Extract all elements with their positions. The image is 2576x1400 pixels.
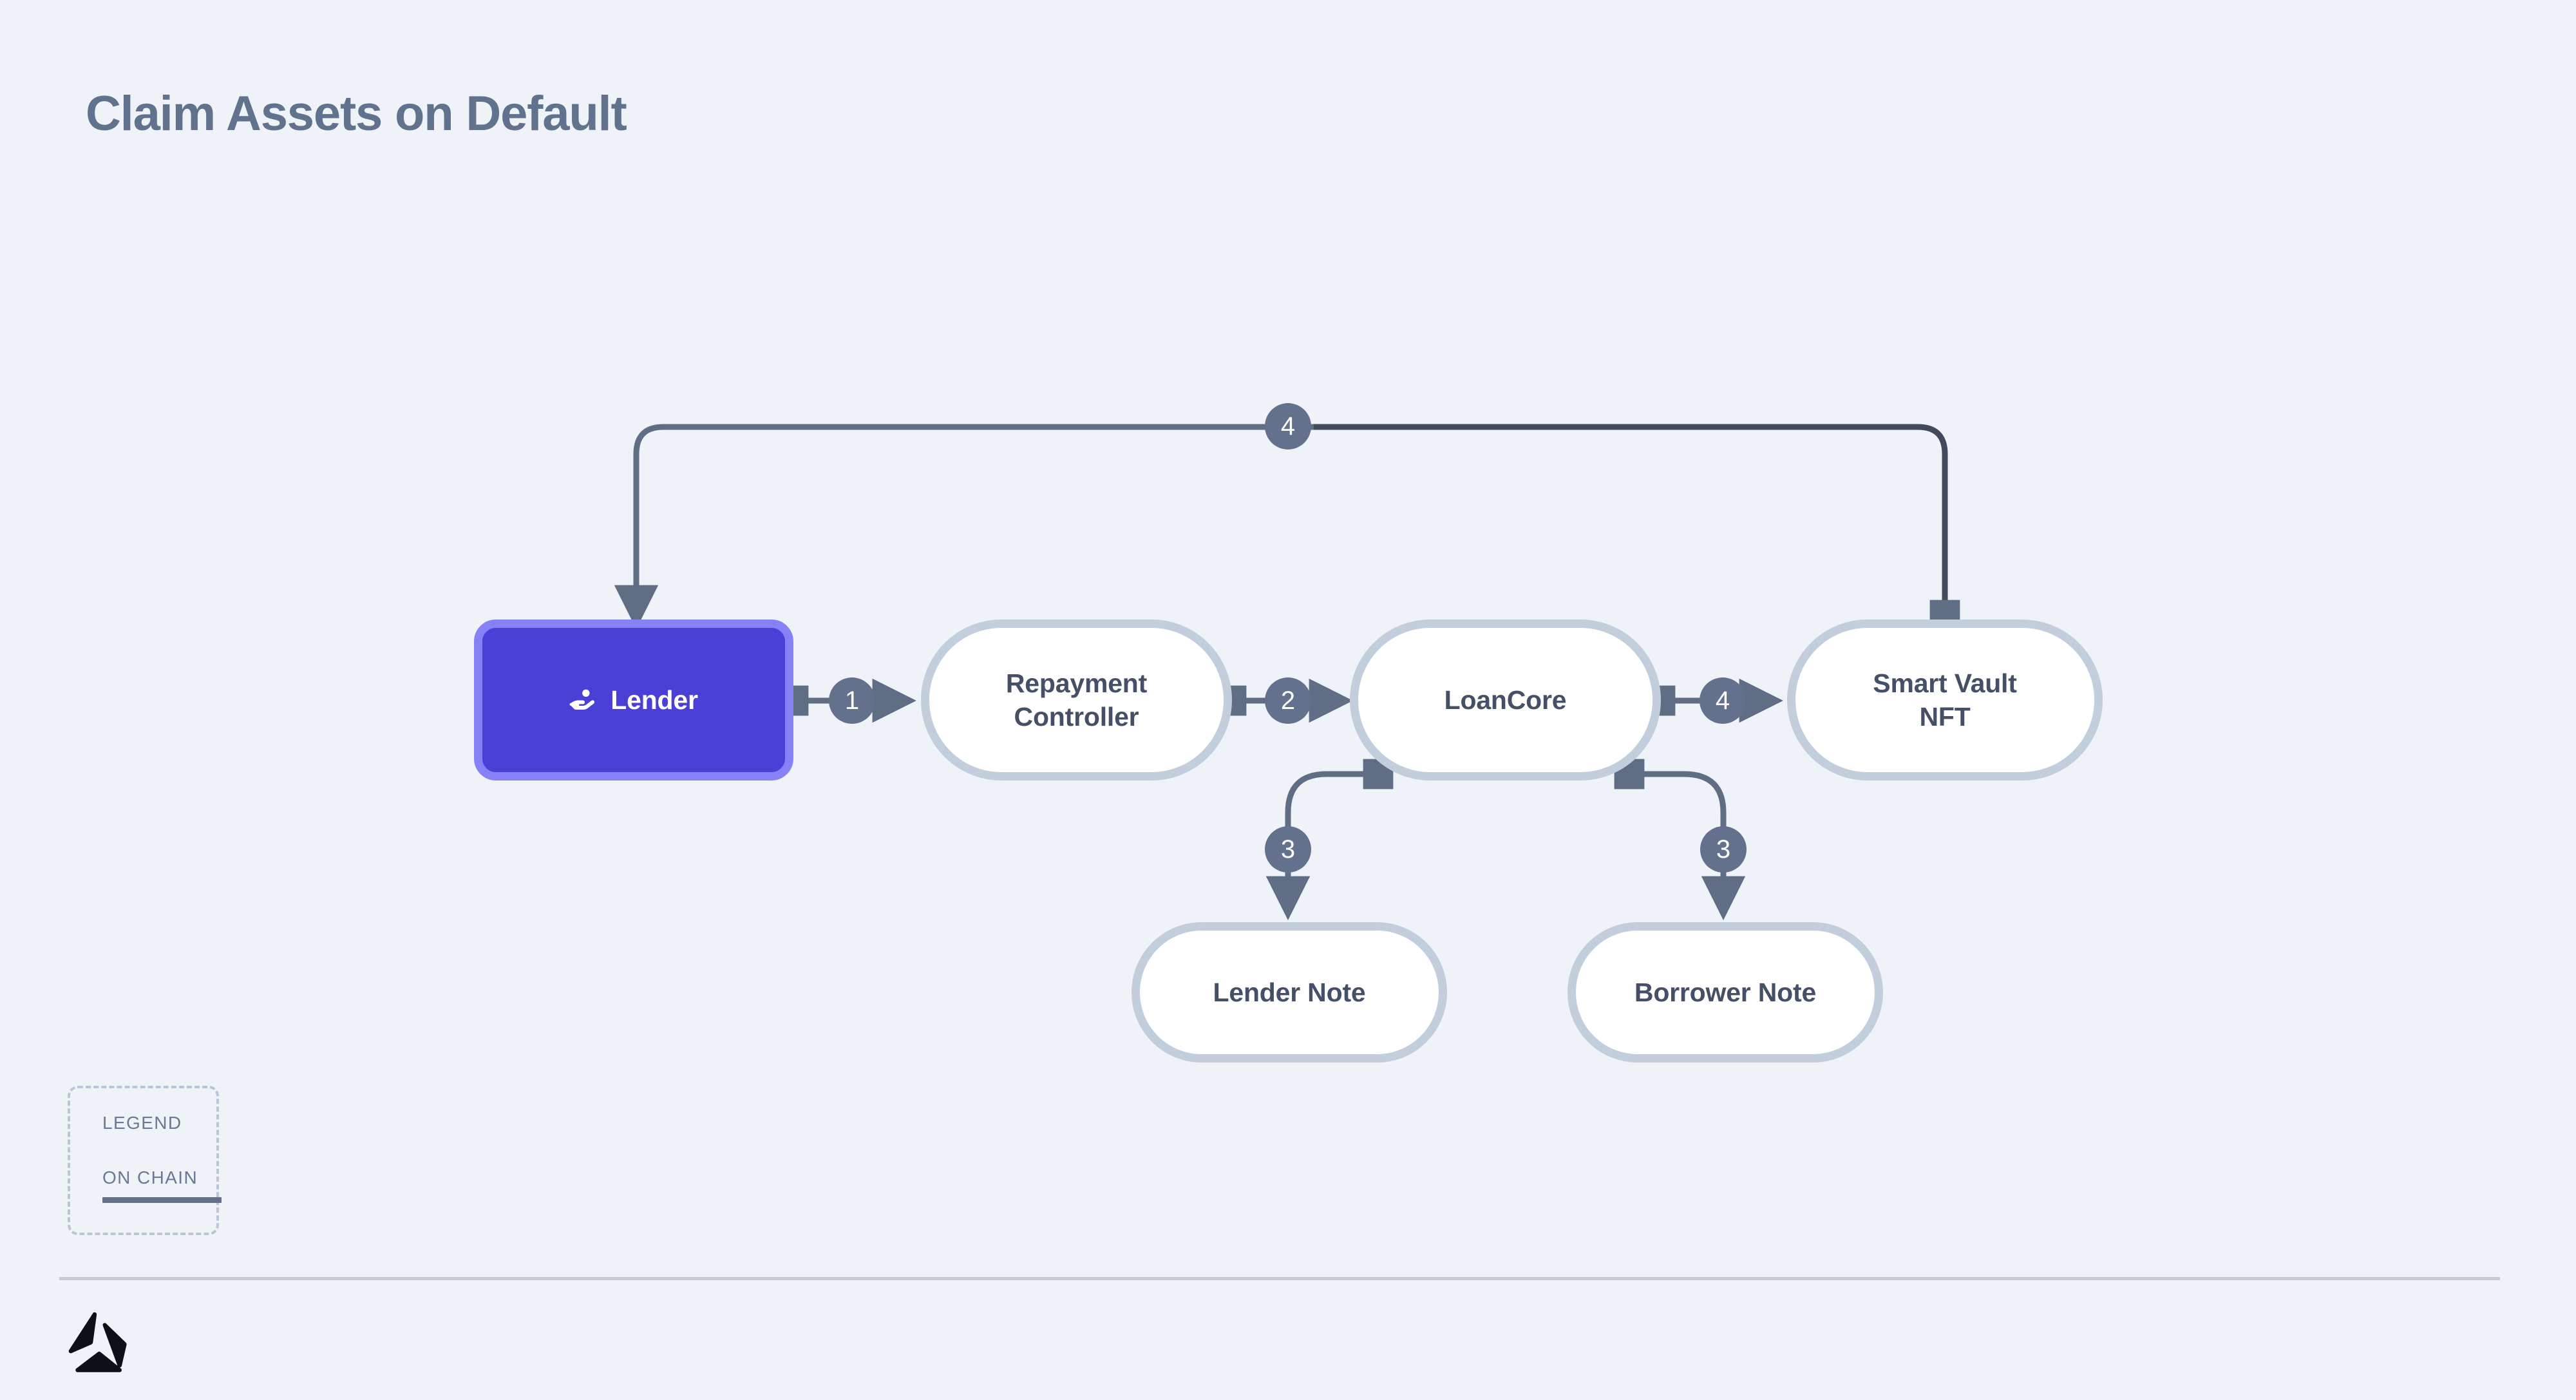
legend-item-on-chain-swatch	[102, 1197, 222, 1203]
step-badge-2[interactable]: 2	[1265, 677, 1311, 724]
node-lender-label: Lender	[611, 685, 698, 715]
edge-smartvault-to-lender	[1314, 424, 1960, 630]
node-lender-note-label: Lender Note	[1213, 977, 1366, 1007]
page-title: Claim Assets on Default	[86, 86, 627, 141]
footer-divider	[59, 1277, 2500, 1280]
node-lender[interactable]: Lender	[474, 620, 793, 780]
node-repayment-controller[interactable]: Repayment Controller	[921, 620, 1232, 780]
step-badge-4-lender[interactable]: 4	[1265, 403, 1311, 449]
legend-item-on-chain: ON CHAIN	[102, 1168, 222, 1203]
step-badge-3-lender-note[interactable]: 3	[1265, 826, 1311, 873]
edge-smartvault-to-lender-tail	[614, 424, 1314, 630]
node-loancore-label: LoanCore	[1444, 685, 1567, 715]
edge-loancore-to-lendernote	[1265, 759, 1394, 921]
legend: LEGEND ON CHAIN	[68, 1086, 222, 1235]
node-smart-vault-nft-label: Smart Vault NFT	[1873, 668, 2017, 732]
node-lender-note[interactable]: Lender Note	[1132, 922, 1447, 1063]
node-borrower-note[interactable]: Borrower Note	[1567, 922, 1883, 1063]
legend-item-on-chain-label: ON CHAIN	[102, 1168, 198, 1187]
node-borrower-note-label: Borrower Note	[1634, 977, 1817, 1007]
legend-title: LEGEND	[102, 1113, 182, 1133]
node-repayment-controller-label: Repayment Controller	[1005, 668, 1148, 732]
hand-holding-person-icon	[569, 689, 595, 710]
step-badge-4-smart-vault[interactable]: 4	[1700, 677, 1746, 724]
step-badge-3-borrower-note[interactable]: 3	[1700, 826, 1747, 873]
node-loancore[interactable]: LoanCore	[1350, 620, 1661, 780]
node-smart-vault-nft[interactable]: Smart Vault NFT	[1787, 620, 2103, 780]
step-badge-1[interactable]: 1	[829, 677, 875, 724]
edge-loancore-to-borrowernote	[1614, 759, 1746, 921]
brand-logo-icon	[68, 1312, 127, 1372]
